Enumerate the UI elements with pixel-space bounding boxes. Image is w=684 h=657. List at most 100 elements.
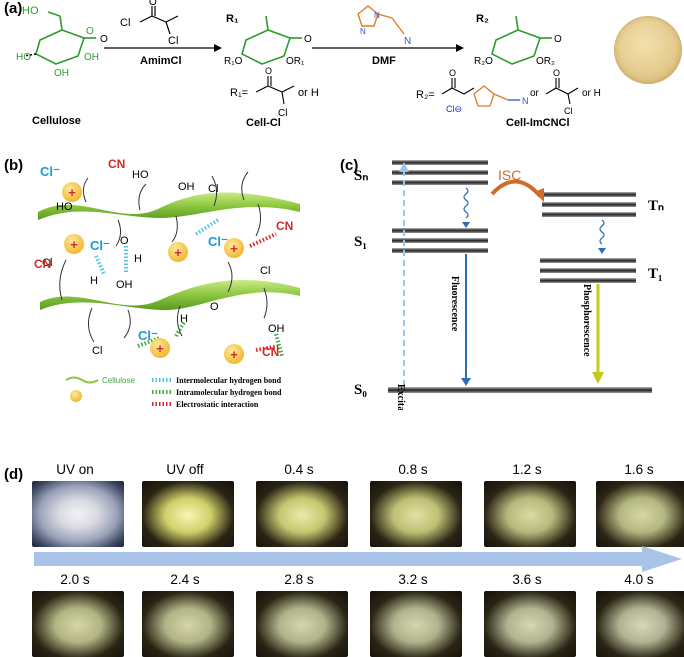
excitation-label: Excitation: [395, 384, 406, 410]
r2-or-1: or: [530, 88, 540, 99]
oh-1: OH: [178, 181, 195, 193]
plus-4: +: [230, 241, 238, 256]
cn-2: CN: [34, 257, 51, 271]
cellulose-ring-o-label: O: [86, 26, 94, 37]
time-label: 4.0 s: [624, 572, 654, 587]
imidazole-n1: N: [374, 11, 380, 20]
luminescence-photo: [256, 591, 348, 657]
ho-2: HO: [132, 169, 149, 181]
legend-electrostatic: Electrostatic interaction: [176, 400, 259, 409]
oh-ring2-label: OH: [84, 52, 99, 63]
cl-ion-4: Cl⁻: [138, 328, 158, 343]
plus-2: +: [70, 237, 78, 252]
cell-imcncl-structure: [491, 15, 552, 65]
state-s0: S₀: [354, 382, 367, 398]
cell-imcncl-or2-right: OR₂: [536, 56, 555, 67]
phosphorescence-label: Phosphorescence: [581, 284, 592, 357]
r2-or-h: or H: [582, 88, 601, 99]
r2-nitrile-n: N: [522, 96, 529, 106]
cl-1: Cl: [208, 183, 218, 195]
powder-photo: [614, 16, 682, 84]
time-label: 1.2 s: [512, 462, 542, 477]
cyanomethyl-imidazole: [357, 5, 405, 35]
r2-cl-ion: Cl⊖: [446, 104, 462, 114]
legend-intramolecular: Intramolecular hydrogen bond: [176, 388, 282, 397]
cellulose-name: Cellulose: [32, 115, 81, 127]
time-label: 0.8 s: [398, 462, 428, 477]
r2-definition: R₂=: [416, 89, 435, 101]
ho-label: HO: [22, 5, 39, 17]
cellulose-o-end: O: [100, 34, 108, 45]
cn-3: CN: [276, 219, 293, 233]
luminescence-photo: [484, 481, 576, 547]
cell-cl-name: Cell-Cl: [246, 117, 281, 129]
cell-cl-or1-right: OR₁: [286, 56, 305, 67]
cl-4: Cl: [42, 257, 52, 269]
oh-ring-label: OH: [54, 68, 69, 79]
r1-cl-label: Cl: [278, 108, 287, 119]
o-2: O: [210, 301, 219, 313]
oh-2: OH: [116, 279, 133, 291]
ho-ring-label: HO: [16, 52, 31, 63]
cl-ion-1: Cl⁻: [40, 164, 60, 179]
imidazole-n3: N: [360, 27, 366, 36]
luminescence-photo: [370, 591, 462, 657]
time-label: 1.6 s: [624, 462, 654, 477]
cell-cl-o-end: O: [304, 34, 312, 45]
h-3: H: [180, 313, 188, 325]
plus-6: +: [230, 347, 238, 362]
legend-cellulose: Cellulose: [102, 376, 135, 385]
reagent-cl-left: Cl: [120, 17, 130, 29]
oh-3: OH: [268, 323, 285, 335]
cl-ion-2: Cl⁻: [90, 238, 110, 253]
panel-d-label: (d): [4, 466, 24, 483]
r2-o-label-2: O: [553, 68, 560, 78]
state-t1: T₁: [648, 266, 663, 282]
state-sn: Sₙ: [354, 168, 368, 184]
luminescence-photo: [596, 481, 684, 547]
state-s1: S₁: [354, 234, 367, 250]
time-label: 3.6 s: [512, 572, 542, 587]
cell-cl-r1o-left: R₁O: [224, 56, 243, 67]
r2-o-label: O: [449, 68, 456, 78]
panel-a-scheme: HO O HO OH OH O O Cl Cl R₁ R₁O OR₁ O R₁=…: [16, 0, 601, 119]
cn-1: CN: [108, 157, 125, 171]
o-1: O: [120, 235, 129, 247]
r1-definition: R₁=: [230, 87, 248, 99]
time-label: 3.2 s: [398, 572, 428, 587]
cellulose-fiber-top: [38, 192, 300, 220]
r2-cl-label: Cl: [564, 106, 573, 116]
cell-imcncl-r2o-left: R₂O: [474, 56, 493, 67]
time-label: 0.4 s: [284, 462, 314, 477]
plus-1: +: [68, 185, 76, 200]
panel-c-label: (c): [340, 157, 359, 174]
time-label: 2.4 s: [170, 572, 200, 587]
ho-1: HO: [56, 201, 73, 213]
h-1: H: [134, 253, 142, 265]
state-tn: Tₙ: [648, 198, 664, 214]
cell-cl-r1o-top: R₁: [226, 13, 239, 25]
fluorescence-label: Fluorescence: [449, 276, 460, 332]
r1-o-label: O: [265, 66, 272, 76]
nitrile-n: N: [404, 36, 411, 47]
chloropropionyl-chloride: [139, 6, 179, 35]
legend-cellulose-swatch: [65, 376, 99, 384]
cell-cl-structure: [241, 15, 302, 65]
luminescence-photo: [142, 591, 234, 657]
panel-b-label: (b): [4, 157, 24, 174]
luminescence-photo: [32, 591, 124, 657]
luminescence-photo: [32, 481, 124, 547]
cellulose-structure: [23, 11, 96, 65]
time-label: 2.8 s: [284, 572, 314, 587]
cell-imcncl-r2-top: R₂: [476, 13, 489, 25]
reagent1-label: AmimCl: [140, 55, 182, 67]
cl-ion-3: Cl⁻: [208, 234, 228, 249]
legend-intermolecular: Intermolecular hydrogen bond: [176, 376, 282, 385]
cl-2: Cl: [92, 345, 102, 357]
panel-c-jablonski: Sₙ S₁ S₀ Tₙ T₁ ISC Excitation Fluorescen…: [354, 160, 664, 410]
cell-imcncl-o-end: O: [554, 34, 562, 45]
luminescence-photo: [370, 481, 462, 547]
reagent-cl-bottom: Cl: [168, 35, 178, 47]
cell-imcncl-name: Cell-ImCNCl: [506, 117, 570, 129]
panel-b-network: + + + + + + HO HO OH Cl O H OH H H O OH …: [34, 157, 300, 409]
